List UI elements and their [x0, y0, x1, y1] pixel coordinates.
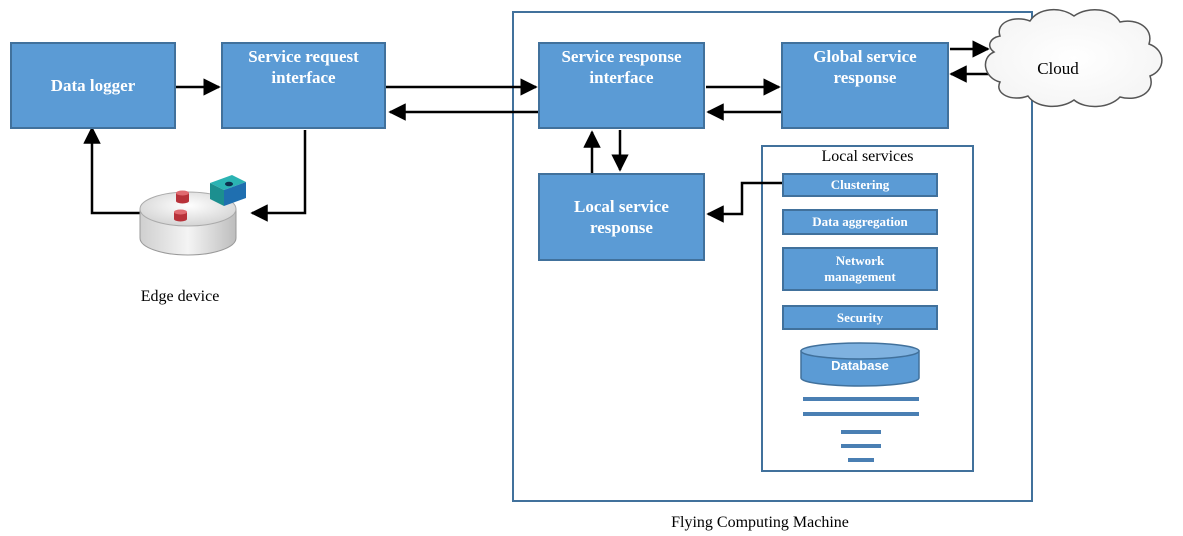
- arrow-edge-to-logger: [83, 126, 140, 215]
- security-label: Security: [836, 309, 884, 325]
- data-aggregation-box: Data aggregation: [782, 209, 938, 235]
- local-services-title: Local services: [821, 148, 914, 165]
- network-management-label: Network management: [824, 253, 896, 284]
- cloud-shape: [984, 9, 1163, 108]
- security-box: Security: [782, 305, 938, 330]
- edge-device-icon: [139, 175, 246, 256]
- local-services-panel: [761, 145, 974, 472]
- data-logger-label: Data logger: [50, 75, 136, 95]
- arrow-clustering-to-local: [706, 181, 782, 223]
- service-request-interface-box: Service request interface: [221, 42, 386, 129]
- data-aggregation-label: Data aggregation: [812, 214, 908, 230]
- arrow-request-to-edge: [250, 130, 307, 222]
- global-service-response-box: Global service response: [781, 42, 949, 129]
- edge-device-label: Edge device: [140, 288, 220, 305]
- flying-computing-machine-frame: [512, 11, 1033, 502]
- clustering-box: Clustering: [782, 173, 938, 197]
- local-service-label: Local service response: [574, 196, 669, 237]
- network-management-box: Network management: [782, 247, 938, 291]
- service-request-label: Service request interface: [248, 47, 359, 88]
- local-service-response-box: Local service response: [538, 173, 705, 261]
- global-service-label: Global service response: [813, 47, 917, 88]
- database-label: Database: [831, 358, 889, 373]
- cloud-label: Cloud: [1037, 59, 1079, 78]
- database-icon: [800, 342, 920, 387]
- clustering-label: Clustering: [830, 177, 890, 193]
- service-response-interface-box: Service response interface: [538, 42, 705, 129]
- service-response-label: Service response interface: [561, 47, 682, 88]
- flying-computing-machine-label: Flying Computing Machine: [671, 514, 849, 531]
- decorative-bars: [803, 397, 919, 462]
- data-logger-box: Data logger: [10, 42, 176, 129]
